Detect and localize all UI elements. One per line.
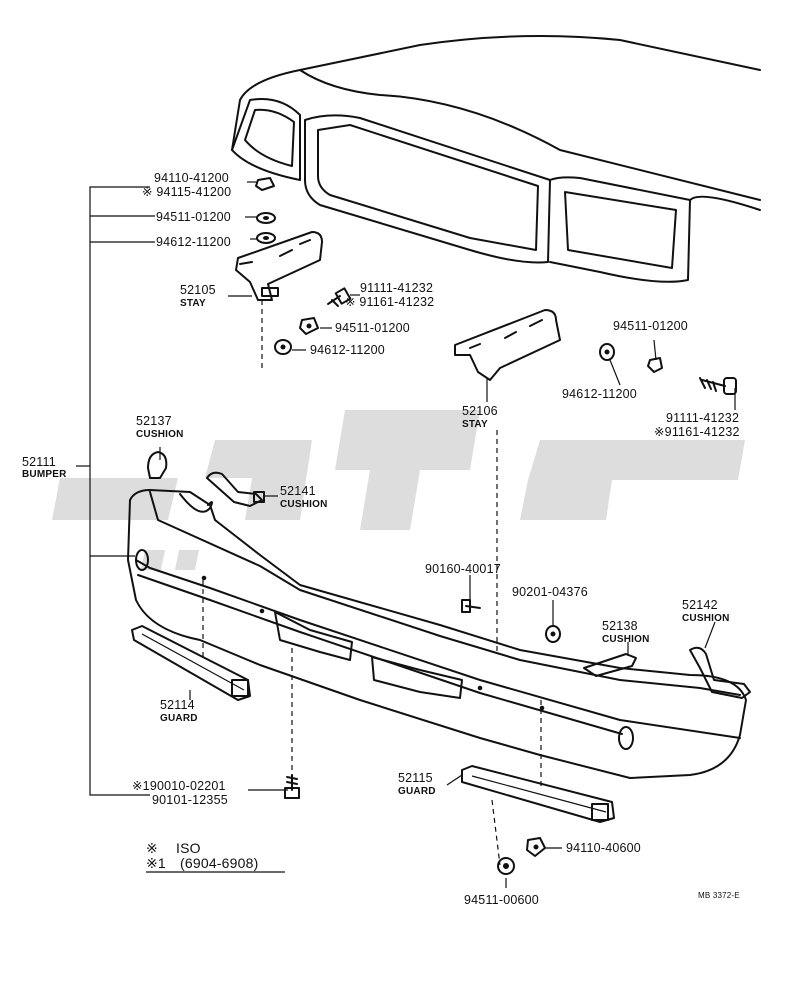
guard-52115-shape xyxy=(461,765,615,823)
washer-icon xyxy=(256,232,276,244)
stay-52105-shape xyxy=(235,231,323,301)
washer-icon xyxy=(274,339,292,355)
washer-icon xyxy=(256,212,276,224)
svg-text:52138: 52138 xyxy=(602,619,638,633)
part-label-90101-12355: ※190010-02201 90101-12355 xyxy=(132,779,228,807)
svg-text:94612-11200: 94612-11200 xyxy=(562,387,637,401)
svg-text:91111-41232: 91111-41232 xyxy=(360,281,433,295)
dashed-guides xyxy=(202,300,542,866)
svg-text:52105: 52105 xyxy=(180,283,216,297)
svg-text:BUMPER: BUMPER xyxy=(22,469,67,480)
svg-text:CUSHION: CUSHION xyxy=(602,634,650,645)
car-front-outline xyxy=(231,35,761,283)
figure-code: MB 3372-E xyxy=(698,891,740,900)
guard-52114-shape xyxy=(131,625,251,701)
svg-text:CUSHION: CUSHION xyxy=(280,499,328,510)
part-label-52138: 52138 CUSHION xyxy=(602,619,650,645)
svg-text:※91161-41232: ※91161-41232 xyxy=(654,425,740,439)
watermark-logo xyxy=(52,410,745,570)
part-label-52142: 52142 CUSHION xyxy=(682,598,730,624)
svg-text:MB 3372-E: MB 3372-E xyxy=(698,891,740,900)
nut-icon xyxy=(526,837,546,857)
svg-text:52115: 52115 xyxy=(398,771,433,785)
svg-text:94511-01200: 94511-01200 xyxy=(335,321,410,335)
svg-text:52141: 52141 xyxy=(280,484,316,498)
svg-text:※ 94115-41200: ※ 94115-41200 xyxy=(142,185,231,199)
legend-iso-text: ISO xyxy=(176,840,201,856)
cushion-52142-shape xyxy=(689,646,751,699)
svg-text:94612-11200: 94612-11200 xyxy=(156,235,231,249)
part-label-94511-01200: 94511-01200 xyxy=(156,210,231,224)
svg-text:52114: 52114 xyxy=(160,698,195,712)
svg-text:52111: 52111 xyxy=(22,455,56,469)
part-label-52105: 52105 STAY xyxy=(180,283,216,309)
cushion-52137-shape xyxy=(147,451,168,479)
svg-text:CUSHION: CUSHION xyxy=(136,429,184,440)
part-label-91111-41232-b: 91111-41232 ※91161-41232 xyxy=(654,411,740,439)
svg-text:94511-01200: 94511-01200 xyxy=(613,319,688,333)
part-label-52141: 52141 CUSHION xyxy=(280,484,328,510)
bolt-icon xyxy=(461,599,481,613)
part-label-94511-01200-b: 94511-01200 xyxy=(335,321,410,335)
part-label-94612-11200-b: 94612-11200 xyxy=(310,343,385,357)
part-label-94511-00600: 94511-00600 xyxy=(464,893,539,907)
svg-text:94511-01200: 94511-01200 xyxy=(156,210,231,224)
svg-text:※ 91161-41232: ※ 91161-41232 xyxy=(345,295,434,309)
cushion-52141-shape xyxy=(206,471,265,507)
hardware xyxy=(255,177,737,875)
washer-icon xyxy=(545,625,561,643)
legend: ※ ISO ※1 (6904-6908) xyxy=(146,840,285,873)
svg-text:CUSHION: CUSHION xyxy=(682,613,730,624)
part-label-52115: 52115 GUARD xyxy=(398,771,436,797)
part-label-94612-11200-c: 94612-11200 xyxy=(562,387,637,401)
part-label-94110-41200: 94110-41200 ※ 94115-41200 xyxy=(142,171,231,199)
svg-text:90201-04376: 90201-04376 xyxy=(512,585,588,599)
part-label-94110-40600: 94110-40600 xyxy=(566,841,641,855)
leader-lines xyxy=(76,181,736,888)
legend-iso-mark: ※ xyxy=(146,840,158,856)
legend-range-mark: ※1 xyxy=(146,855,166,871)
part-label-52106: 52106 STAY xyxy=(462,404,498,430)
washer-icon xyxy=(599,343,615,361)
svg-text:STAY: STAY xyxy=(462,419,488,430)
nut-icon xyxy=(647,357,663,373)
part-label-52111: 52111 BUMPER xyxy=(22,455,67,480)
bolt-icon xyxy=(699,377,737,395)
svg-text:90160-40017: 90160-40017 xyxy=(425,562,501,576)
bolt-icon xyxy=(327,287,352,307)
legend-range-text: (6904-6908) xyxy=(180,855,258,871)
part-label-90160-40017: 90160-40017 xyxy=(425,562,501,576)
part-label-94612-11200: 94612-11200 xyxy=(156,235,231,249)
svg-text:94110-40600: 94110-40600 xyxy=(566,841,641,855)
bolt-icon xyxy=(284,774,300,799)
svg-text:GUARD: GUARD xyxy=(160,713,198,724)
bumper-52111-shape xyxy=(127,489,747,779)
part-label-94511-01200-c: 94511-01200 xyxy=(613,319,688,333)
svg-text:94110-41200: 94110-41200 xyxy=(154,171,229,185)
svg-text:94612-11200: 94612-11200 xyxy=(310,343,385,357)
svg-text:90101-12355: 90101-12355 xyxy=(152,793,228,807)
nut-icon xyxy=(255,177,275,191)
svg-text:52106: 52106 xyxy=(462,404,498,418)
cushion-52138-shape xyxy=(583,653,637,677)
part-label-52137: 52137 CUSHION xyxy=(136,414,184,440)
svg-text:GUARD: GUARD xyxy=(398,786,436,797)
svg-text:52142: 52142 xyxy=(682,598,718,612)
washer-icon xyxy=(497,857,515,875)
part-label-91111-41232-a: 91111-41232 ※ 91161-41232 xyxy=(345,281,434,309)
part-label-90201-04376: 90201-04376 xyxy=(512,585,588,599)
svg-text:52137: 52137 xyxy=(136,414,172,428)
nut-icon xyxy=(299,317,319,335)
svg-text:94511-00600: 94511-00600 xyxy=(464,893,539,907)
part-label-52114: 52114 GUARD xyxy=(160,698,198,724)
svg-text:STAY: STAY xyxy=(180,298,206,309)
svg-text:91111-41232: 91111-41232 xyxy=(666,411,739,425)
stay-52106-shape xyxy=(454,309,561,381)
svg-text:※190010-02201: ※190010-02201 xyxy=(132,779,226,793)
